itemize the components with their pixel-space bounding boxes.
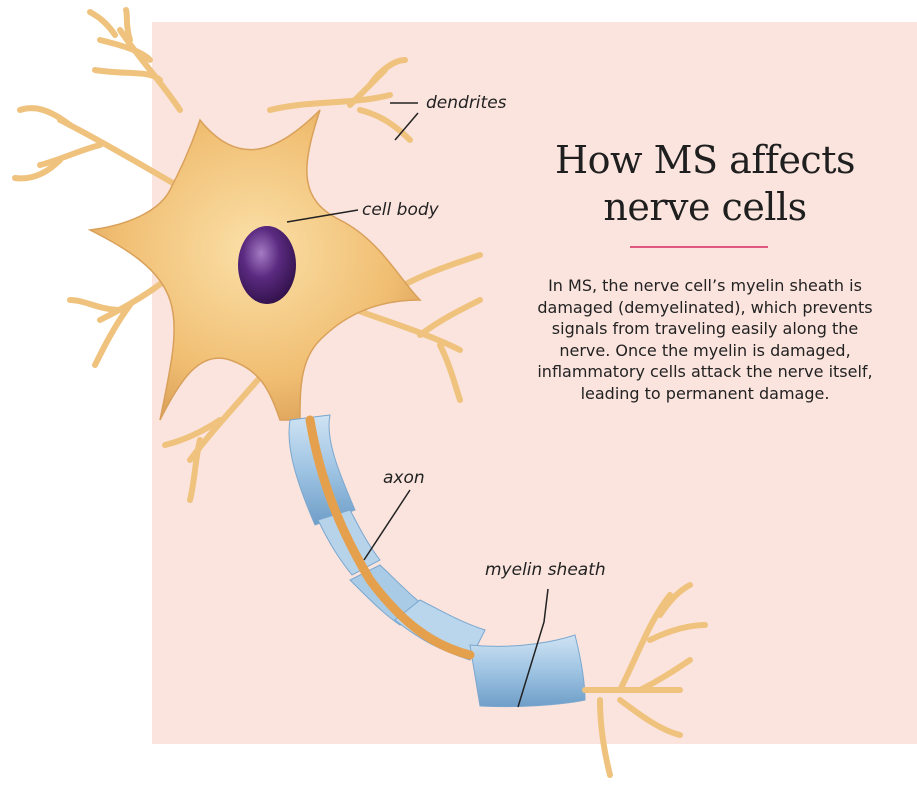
myelin-sheath-label: myelin sheath	[485, 560, 606, 580]
axon-leader	[364, 490, 410, 560]
nucleus-shape	[238, 226, 296, 304]
title-line-2: nerve cells	[500, 184, 910, 231]
title-line-1: How MS affects	[500, 137, 910, 184]
title-divider	[630, 246, 768, 248]
page-title: How MS affects nerve cells	[500, 137, 910, 231]
description-text: In MS, the nerve cell’s myelin sheath is…	[536, 275, 874, 404]
dendrites-label: dendrites	[426, 93, 507, 113]
cell-body-label: cell body	[362, 200, 439, 220]
axon-terminal-branches	[585, 585, 705, 775]
axon-label: axon	[383, 468, 425, 488]
